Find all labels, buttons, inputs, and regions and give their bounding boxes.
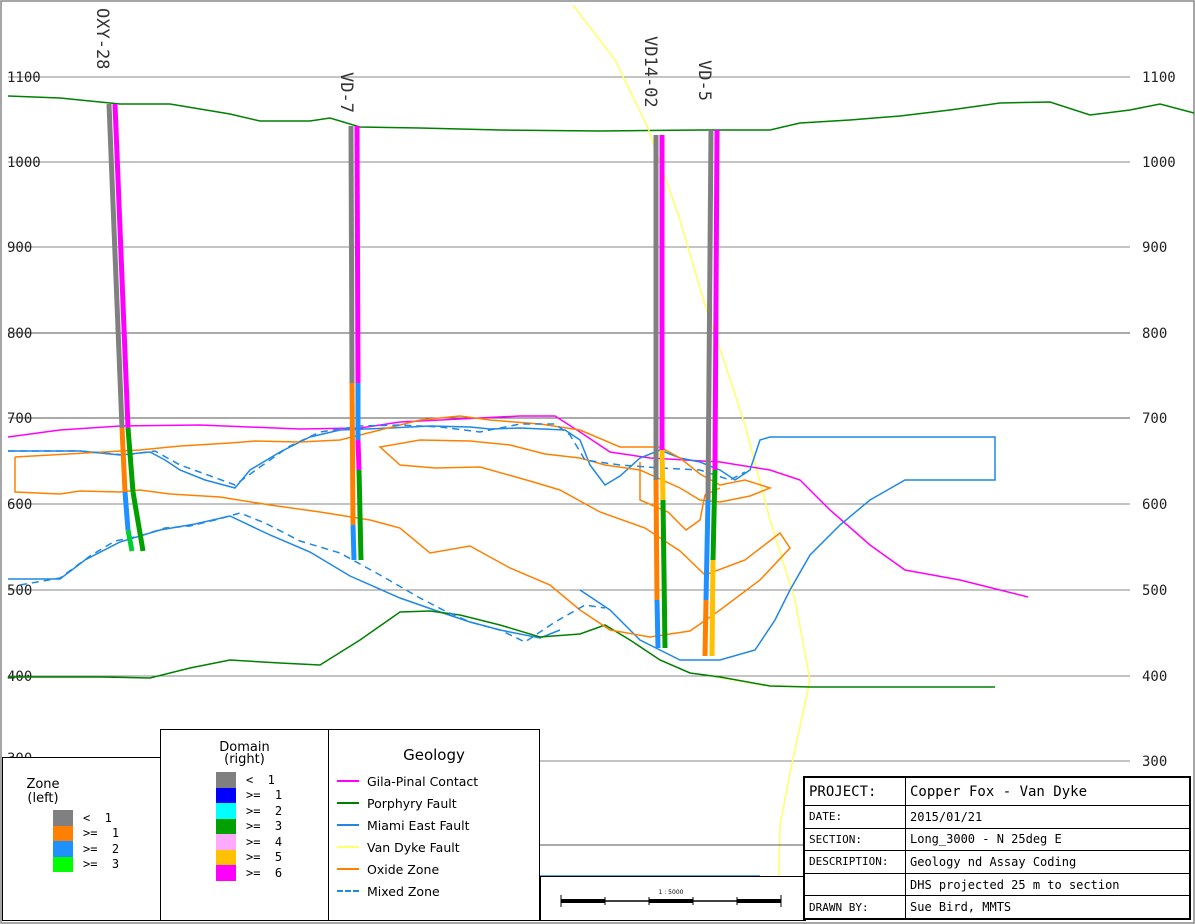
elev-label: 900 bbox=[7, 240, 32, 256]
domain-legend-item: >= 4 bbox=[216, 834, 328, 850]
description-value-2: DHS projected 25 m to section bbox=[905, 872, 1190, 897]
project-key: PROJECT: bbox=[804, 777, 906, 806]
elevation-grid bbox=[8, 76, 1130, 762]
drillhole-vd-7 bbox=[348, 125, 364, 561]
description-value: Geology nd Assay Coding bbox=[905, 850, 1190, 874]
swatch bbox=[216, 849, 236, 865]
date-value: 2015/01/21 bbox=[905, 805, 1190, 829]
elevation-labels-right: 1100 1000 900 800 700 600 500 400 300 bbox=[1142, 70, 1176, 770]
elev-label: 500 bbox=[1142, 583, 1167, 599]
elev-label: 800 bbox=[7, 326, 32, 342]
domain-legend: Domain (right) < 1 >= 1 >= 2 >= 3 >= 4 >… bbox=[160, 729, 329, 921]
elev-label: 700 bbox=[1142, 411, 1167, 427]
elevation-labels-left: 1100 1000 900 800 700 600 500 400 300 bbox=[7, 70, 41, 767]
drillhole-vd14-02 bbox=[653, 135, 668, 649]
legend-line bbox=[337, 846, 359, 848]
project-value: Copper Fox - Van Dyke bbox=[905, 777, 1190, 806]
elev-label: 600 bbox=[1142, 497, 1167, 513]
geology-legend-item: Porphyry Fault bbox=[337, 792, 539, 814]
mixed-zone bbox=[8, 423, 746, 643]
drawn-value: Sue Bird, MMTS bbox=[905, 895, 1190, 919]
porphyry-fault bbox=[8, 610, 995, 688]
scale-bar: 1 : 5000 bbox=[540, 876, 806, 921]
domain-legend-item: >= 5 bbox=[216, 849, 328, 865]
domain-legend-item: >= 2 bbox=[216, 803, 328, 819]
zone-legend-title: Zone (left) bbox=[26, 777, 60, 806]
domain-legend-item: >= 3 bbox=[216, 818, 328, 834]
zone-legend-item: >= 3 bbox=[53, 856, 160, 872]
description-key: DESCRIPTION: bbox=[804, 850, 906, 874]
van-dyke-fault bbox=[572, 4, 811, 917]
geology-legend-item: Oxide Zone bbox=[337, 858, 539, 880]
domain-legend-item: < 1 bbox=[216, 772, 328, 788]
elev-label: 600 bbox=[7, 497, 32, 513]
elev-label: 900 bbox=[1142, 240, 1167, 256]
gila-pinal-contact bbox=[7, 415, 1029, 598]
swatch bbox=[53, 856, 73, 872]
legend-line bbox=[337, 890, 359, 892]
scale-bar-graphic: 1 : 5000 bbox=[560, 889, 782, 907]
domain-legend-title: Domain (right) bbox=[219, 740, 270, 767]
geology-legend-item: Van Dyke Fault bbox=[337, 836, 539, 858]
elev-label: 1000 bbox=[1142, 155, 1176, 171]
legend-line bbox=[337, 824, 359, 826]
elev-label: 800 bbox=[1142, 326, 1167, 342]
elev-label: 400 bbox=[1142, 669, 1167, 685]
swatch bbox=[216, 818, 236, 834]
geology-legend-item: Gila-Pinal Contact bbox=[337, 770, 539, 792]
topography-line bbox=[7, 95, 1195, 132]
legend-line bbox=[337, 780, 359, 782]
swatch bbox=[53, 810, 73, 826]
domain-legend-item: >= 1 bbox=[216, 787, 328, 803]
swatch bbox=[216, 834, 236, 850]
swatch bbox=[216, 865, 236, 881]
drillhole-label: VD-5 bbox=[694, 60, 714, 101]
geology-legend: Geology Gila-Pinal Contact Porphyry Faul… bbox=[328, 729, 540, 921]
title-block: PROJECT: Copper Fox - Van Dyke DATE: 201… bbox=[803, 776, 1191, 920]
oxide-zone bbox=[14, 415, 791, 638]
drillhole-vd-5 bbox=[702, 129, 720, 657]
elev-label: 500 bbox=[7, 583, 32, 599]
swatch bbox=[216, 803, 236, 819]
section-value: Long_3000 - N 25deg E bbox=[905, 827, 1190, 852]
elev-label: 1100 bbox=[7, 70, 41, 86]
legend-line bbox=[337, 868, 359, 870]
legend-line bbox=[337, 802, 359, 804]
swatch bbox=[216, 772, 236, 788]
date-key: DATE: bbox=[804, 805, 906, 829]
geology-legend-item: Mixed Zone bbox=[337, 880, 539, 902]
drillholes bbox=[106, 103, 720, 657]
swatch bbox=[53, 825, 73, 841]
drillhole-oxy-28 bbox=[106, 103, 146, 552]
elev-label: 1000 bbox=[7, 155, 41, 171]
geology-legend-title: Geology bbox=[403, 746, 465, 764]
elev-label: 300 bbox=[1142, 754, 1167, 770]
drawn-key: DRAWN BY: bbox=[804, 895, 906, 919]
drillhole-label: OXY-28 bbox=[92, 8, 112, 69]
drillhole-labels: OXY-28 VD-7 VD14-02 VD-5 bbox=[92, 8, 714, 113]
elev-label: 700 bbox=[7, 411, 32, 427]
description-key-blank bbox=[804, 872, 906, 897]
zone-legend: Zone (left) < 1 >= 1 >= 2 >= 3 bbox=[2, 757, 161, 921]
drillhole-label: VD14-02 bbox=[640, 36, 660, 108]
elev-label: 1100 bbox=[1142, 70, 1176, 86]
scale-label: 1 : 5000 bbox=[659, 889, 684, 896]
drillhole-label: VD-7 bbox=[336, 72, 356, 113]
geology-legend-item: Miami East Fault bbox=[337, 814, 539, 836]
zone-legend-item: < 1 bbox=[53, 810, 160, 826]
zone-legend-item: >= 1 bbox=[53, 825, 160, 841]
section-key: SECTION: bbox=[804, 827, 906, 852]
domain-legend-item: >= 6 bbox=[216, 865, 328, 881]
swatch bbox=[216, 787, 236, 803]
zone-legend-item: >= 2 bbox=[53, 841, 160, 857]
swatch bbox=[53, 841, 73, 857]
